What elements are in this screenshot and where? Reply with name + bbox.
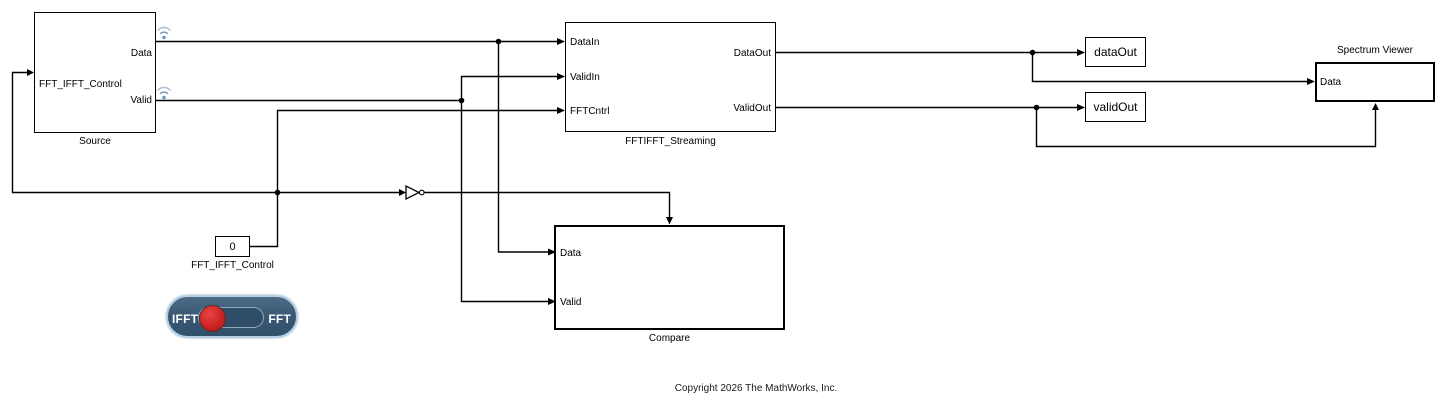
not-gate[interactable] [405, 184, 425, 201]
port-datain-label: DataIn [570, 37, 600, 48]
dataout-label: dataOut [1094, 45, 1137, 59]
wire-data-to-compare[interactable] [497, 41, 549, 253]
wire-constant-to-fftcntrl[interactable] [250, 109, 557, 248]
compare-valid-label: Valid [560, 297, 582, 308]
wire-arrowheads [27, 38, 1379, 305]
wire-control-feedback-to-source[interactable] [11, 71, 278, 194]
port-validout-label: ValidOut [733, 103, 771, 114]
switch-knob[interactable] [199, 305, 226, 332]
signal-logging-icon [157, 86, 171, 100]
ifft-fft-rocker-switch[interactable]: IFFT FFT [166, 295, 298, 338]
wire-junction-dots [274, 38, 1040, 196]
spectrum-viewer-caption: Spectrum Viewer [1337, 45, 1413, 56]
validout-block[interactable]: validOut [1085, 92, 1146, 122]
source-block[interactable]: FFT_IFFT_Control Data Valid [34, 12, 156, 133]
fftifft-streaming-block[interactable]: DataIn ValidIn FFTCntrl DataOut ValidOut [565, 22, 776, 132]
switch-right-label: FFT [268, 312, 291, 326]
source-input-port-label: FFT_IFFT_Control [39, 79, 122, 90]
signal-logging-icon [157, 26, 171, 40]
compare-block[interactable]: Data Valid [554, 225, 785, 330]
wire-valid-to-validin[interactable] [460, 75, 558, 101]
constant-caption: FFT_IFFT_Control [191, 260, 274, 271]
fftifft-streaming-caption: FFTIFFT_Streaming [625, 136, 716, 147]
port-fftcntrl-label: FFTCntrl [570, 106, 610, 117]
wire-dataout-to-viewer[interactable] [1031, 52, 1308, 83]
source-caption: Source [79, 136, 111, 147]
wire-valid-to-compare[interactable] [460, 100, 549, 303]
wire-not-to-compare-trigger[interactable] [424, 191, 671, 218]
compare-caption: Compare [648, 333, 691, 344]
dataout-block[interactable]: dataOut [1085, 37, 1146, 67]
copyright-annotation: Copyright 2026 The MathWorks, Inc. [674, 383, 838, 394]
port-dataout-label: DataOut [733, 48, 771, 59]
spectrum-viewer-block[interactable]: Data [1315, 62, 1435, 102]
constant-value: 0 [229, 240, 236, 253]
constant-block[interactable]: 0 [215, 236, 250, 257]
source-output-valid-label: Valid [130, 95, 153, 106]
compare-data-label: Data [560, 248, 582, 259]
switch-left-label: IFFT [172, 312, 199, 326]
validout-label: validOut [1093, 100, 1138, 114]
wire-validout-to-viewer-trigger[interactable] [1035, 107, 1377, 148]
spectrum-viewer-data-label: Data [1320, 77, 1342, 88]
source-output-data-label: Data [130, 48, 152, 59]
port-validin-label: ValidIn [570, 72, 600, 83]
